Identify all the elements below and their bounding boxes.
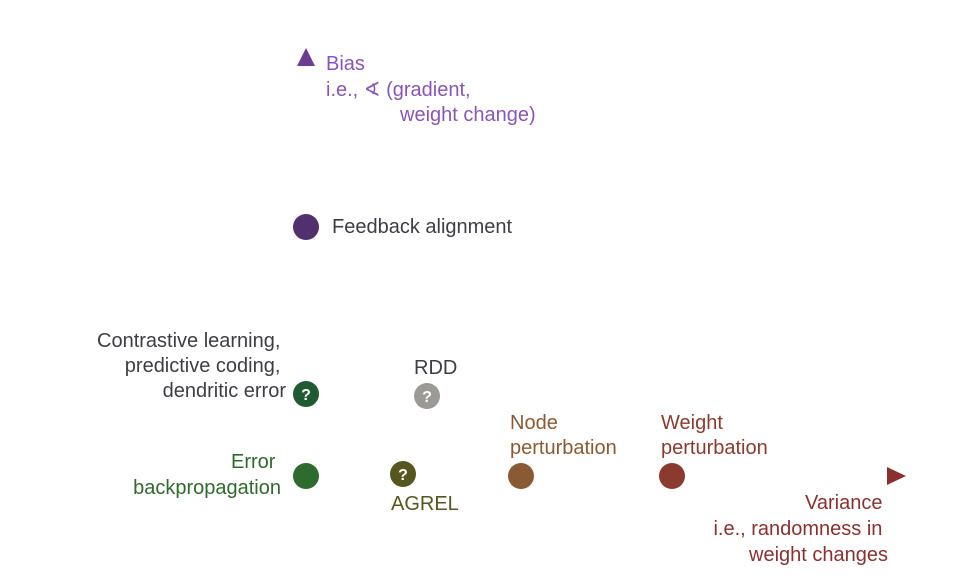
node-perturbation-line2: perturbation — [510, 437, 617, 459]
contrastive-label-line1: Contrastive learning, — [97, 330, 280, 352]
rdd-question-mark: ? — [422, 389, 432, 406]
bias-axis-arrowhead — [297, 48, 315, 66]
agrel-uncertain-marker: ? — [390, 461, 416, 487]
backprop-label-line1: Error — [231, 451, 276, 473]
contrastive-label-line3: dendritic error — [163, 380, 287, 402]
feedback-alignment-dot — [293, 214, 319, 240]
node-perturbation-line1: Node — [510, 412, 558, 434]
weight-perturbation-dot — [659, 463, 685, 489]
backprop-dot — [293, 463, 319, 489]
contrastive-uncertain-marker: ? — [293, 381, 319, 407]
contrastive-learning-label: Contrastive learning, predictive coding,… — [97, 330, 286, 402]
agrel-label: AGREL — [391, 493, 459, 515]
bias-axis-label: Bias i.e., ∢ (gradient, weight change) — [326, 53, 536, 126]
node-perturbation-label: Node perturbation — [510, 412, 617, 459]
variance-axis-label: Variance i.e., randomness in weight chan… — [713, 492, 888, 566]
variance-axis-arrowhead — [887, 467, 906, 485]
variance-axis-label-line1: Variance — [805, 492, 882, 514]
weight-perturbation-line2: perturbation — [661, 437, 768, 459]
contrastive-question-mark: ? — [301, 387, 311, 404]
bias-axis-label-line3: weight change) — [399, 104, 536, 126]
contrastive-label-line2: predictive coding, — [125, 355, 281, 377]
feedback-alignment-label: Feedback alignment — [332, 216, 513, 238]
bias-axis-label-line2: i.e., ∢ (gradient, — [326, 79, 471, 101]
rdd-uncertain-marker: ? — [414, 383, 440, 409]
weight-perturbation-label: Weight perturbation — [661, 412, 768, 459]
agrel-question-mark: ? — [398, 467, 408, 484]
variance-axis-label-line3: weight changes — [748, 544, 888, 566]
backprop-label-line2: backpropagation — [133, 477, 281, 499]
variance-axis-label-line2: i.e., randomness in — [713, 518, 882, 540]
backprop-label: Error backpropagation — [133, 451, 281, 499]
rdd-label: RDD — [414, 357, 457, 379]
weight-perturbation-line1: Weight — [661, 412, 723, 434]
bias-axis-label-line1: Bias — [326, 53, 365, 75]
node-perturbation-dot — [508, 463, 534, 489]
